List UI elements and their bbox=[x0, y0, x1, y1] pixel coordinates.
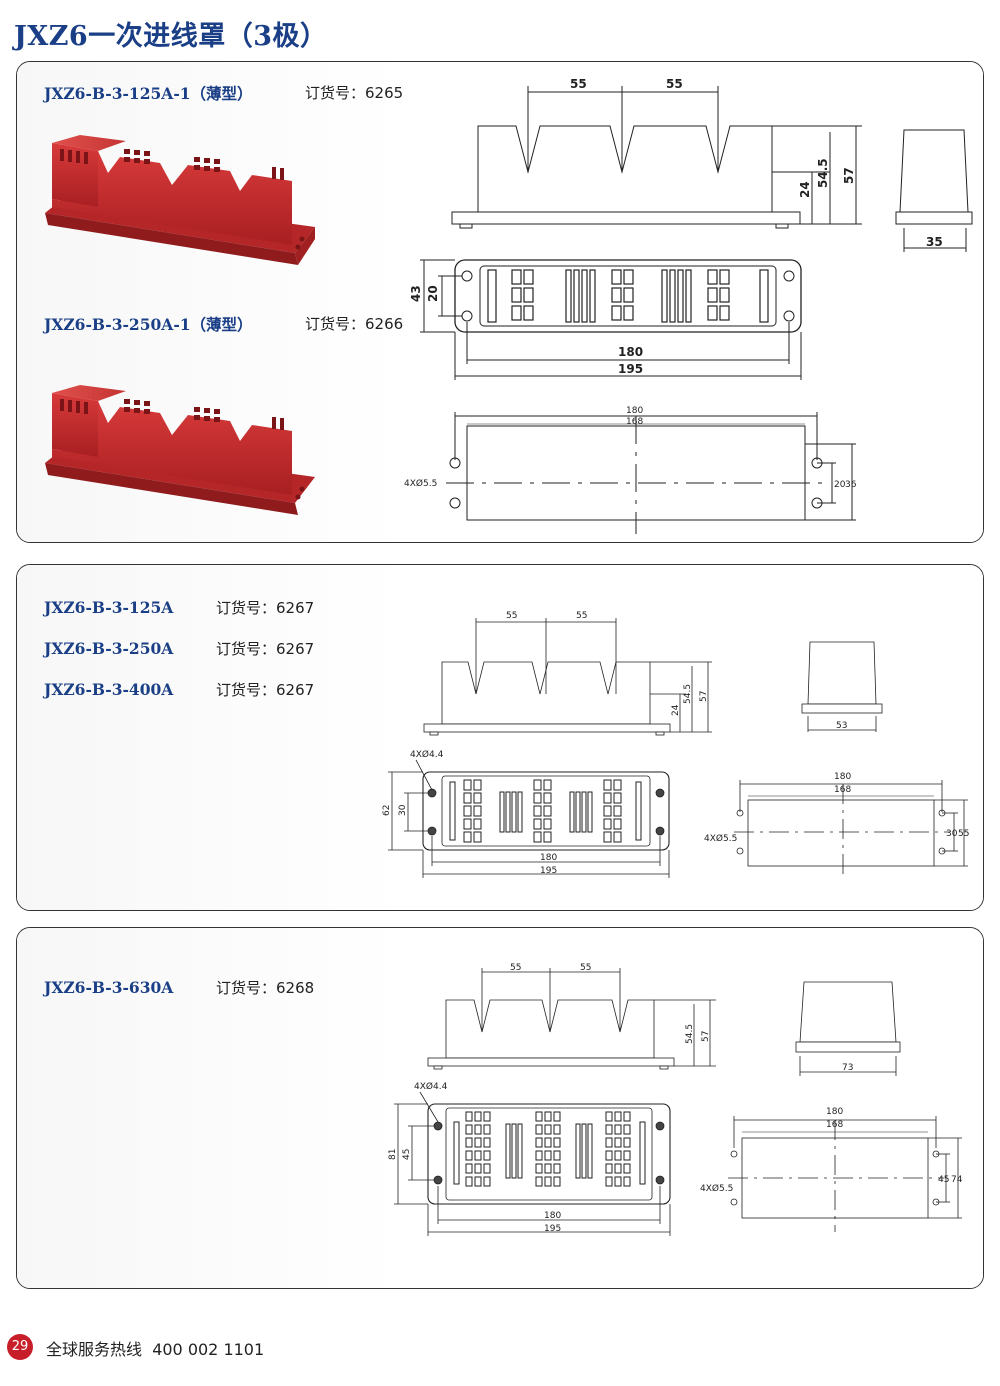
dim-length: 168 bbox=[834, 785, 851, 795]
page-title: JXZ6一次进线罩（3极） bbox=[14, 21, 328, 52]
page-number-badge: 29 bbox=[7, 1334, 33, 1360]
dim-length: 180 bbox=[540, 853, 557, 863]
order-number: 订货号：6267 bbox=[216, 681, 315, 699]
model-name: JXZ6-B-3-125A-1（薄型） bbox=[44, 84, 253, 103]
model-name: JXZ6-B-3-125A bbox=[44, 598, 174, 617]
model-name: JXZ6-B-3-400A bbox=[44, 680, 174, 699]
model-name: JXZ6-B-3-250A-1（薄型） bbox=[44, 315, 253, 334]
dim-height: 57 bbox=[842, 167, 856, 184]
dim-depth: 45 bbox=[402, 1149, 412, 1160]
dim-hole-pitch: 74 bbox=[951, 1175, 963, 1185]
dim-width: 73 bbox=[842, 1063, 853, 1073]
order-number: 订货号：6267 bbox=[216, 640, 315, 658]
dim-depth: 43 bbox=[409, 285, 423, 302]
dim-holes: 4XØ4.4 bbox=[414, 1081, 448, 1092]
dim-length: 195 bbox=[618, 362, 643, 376]
dim-length: 180 bbox=[834, 772, 851, 782]
dim-holes: 4XØ5.5 bbox=[700, 1183, 733, 1194]
dim-depth: 20 bbox=[426, 285, 440, 302]
order-number: 订货号：6266 bbox=[305, 315, 404, 333]
dim-pitch: 55 bbox=[576, 611, 587, 621]
dim-height: 54.5 bbox=[683, 684, 693, 704]
hotline: 全球服务热线 400 002 1101 bbox=[46, 1340, 265, 1359]
order-number: 订货号：6267 bbox=[216, 599, 315, 617]
dim-pitch: 55 bbox=[666, 77, 683, 91]
dim-pitch: 55 bbox=[570, 77, 587, 91]
dim-hole-pitch: 30 bbox=[946, 829, 958, 839]
dim-holes: 4XØ5.5 bbox=[704, 833, 737, 844]
model-name: JXZ6-B-3-630A bbox=[44, 978, 174, 997]
dim-length: 180 bbox=[618, 345, 643, 359]
dim-holes: 4XØ4.4 bbox=[410, 749, 444, 760]
dim-hole-pitch: 20 bbox=[834, 480, 846, 490]
model-name: JXZ6-B-3-250A bbox=[44, 639, 174, 658]
dim-length: 180 bbox=[626, 406, 643, 416]
order-number: 订货号：6265 bbox=[305, 84, 404, 102]
dim-height: 24 bbox=[798, 181, 812, 198]
dim-hole-pitch: 45 bbox=[938, 1175, 949, 1185]
dim-hole-pitch: 36 bbox=[845, 480, 857, 490]
dim-height: 54.5 bbox=[685, 1024, 695, 1044]
dim-length: 168 bbox=[826, 1120, 843, 1130]
dim-length: 168 bbox=[626, 417, 643, 427]
dim-length: 180 bbox=[544, 1211, 561, 1221]
dim-length: 180 bbox=[826, 1107, 843, 1117]
dim-depth: 62 bbox=[382, 805, 392, 816]
dim-height: 57 bbox=[701, 1031, 711, 1042]
dim-height: 24 bbox=[671, 704, 681, 716]
dim-pitch: 55 bbox=[506, 611, 517, 621]
dim-hole-pitch: 55 bbox=[958, 829, 969, 839]
dim-width: 53 bbox=[836, 721, 847, 731]
dim-width: 35 bbox=[926, 235, 943, 249]
dim-height: 57 bbox=[699, 691, 709, 702]
order-number: 订货号：6268 bbox=[216, 979, 315, 997]
dim-length: 195 bbox=[544, 1224, 561, 1234]
dim-pitch: 55 bbox=[510, 963, 521, 973]
dim-depth: 81 bbox=[388, 1149, 398, 1160]
dim-height: 54.5 bbox=[816, 158, 830, 188]
dim-depth: 30 bbox=[398, 804, 408, 816]
dim-holes: 4XØ5.5 bbox=[404, 478, 437, 489]
dim-pitch: 55 bbox=[580, 963, 591, 973]
dim-length: 195 bbox=[540, 866, 557, 876]
